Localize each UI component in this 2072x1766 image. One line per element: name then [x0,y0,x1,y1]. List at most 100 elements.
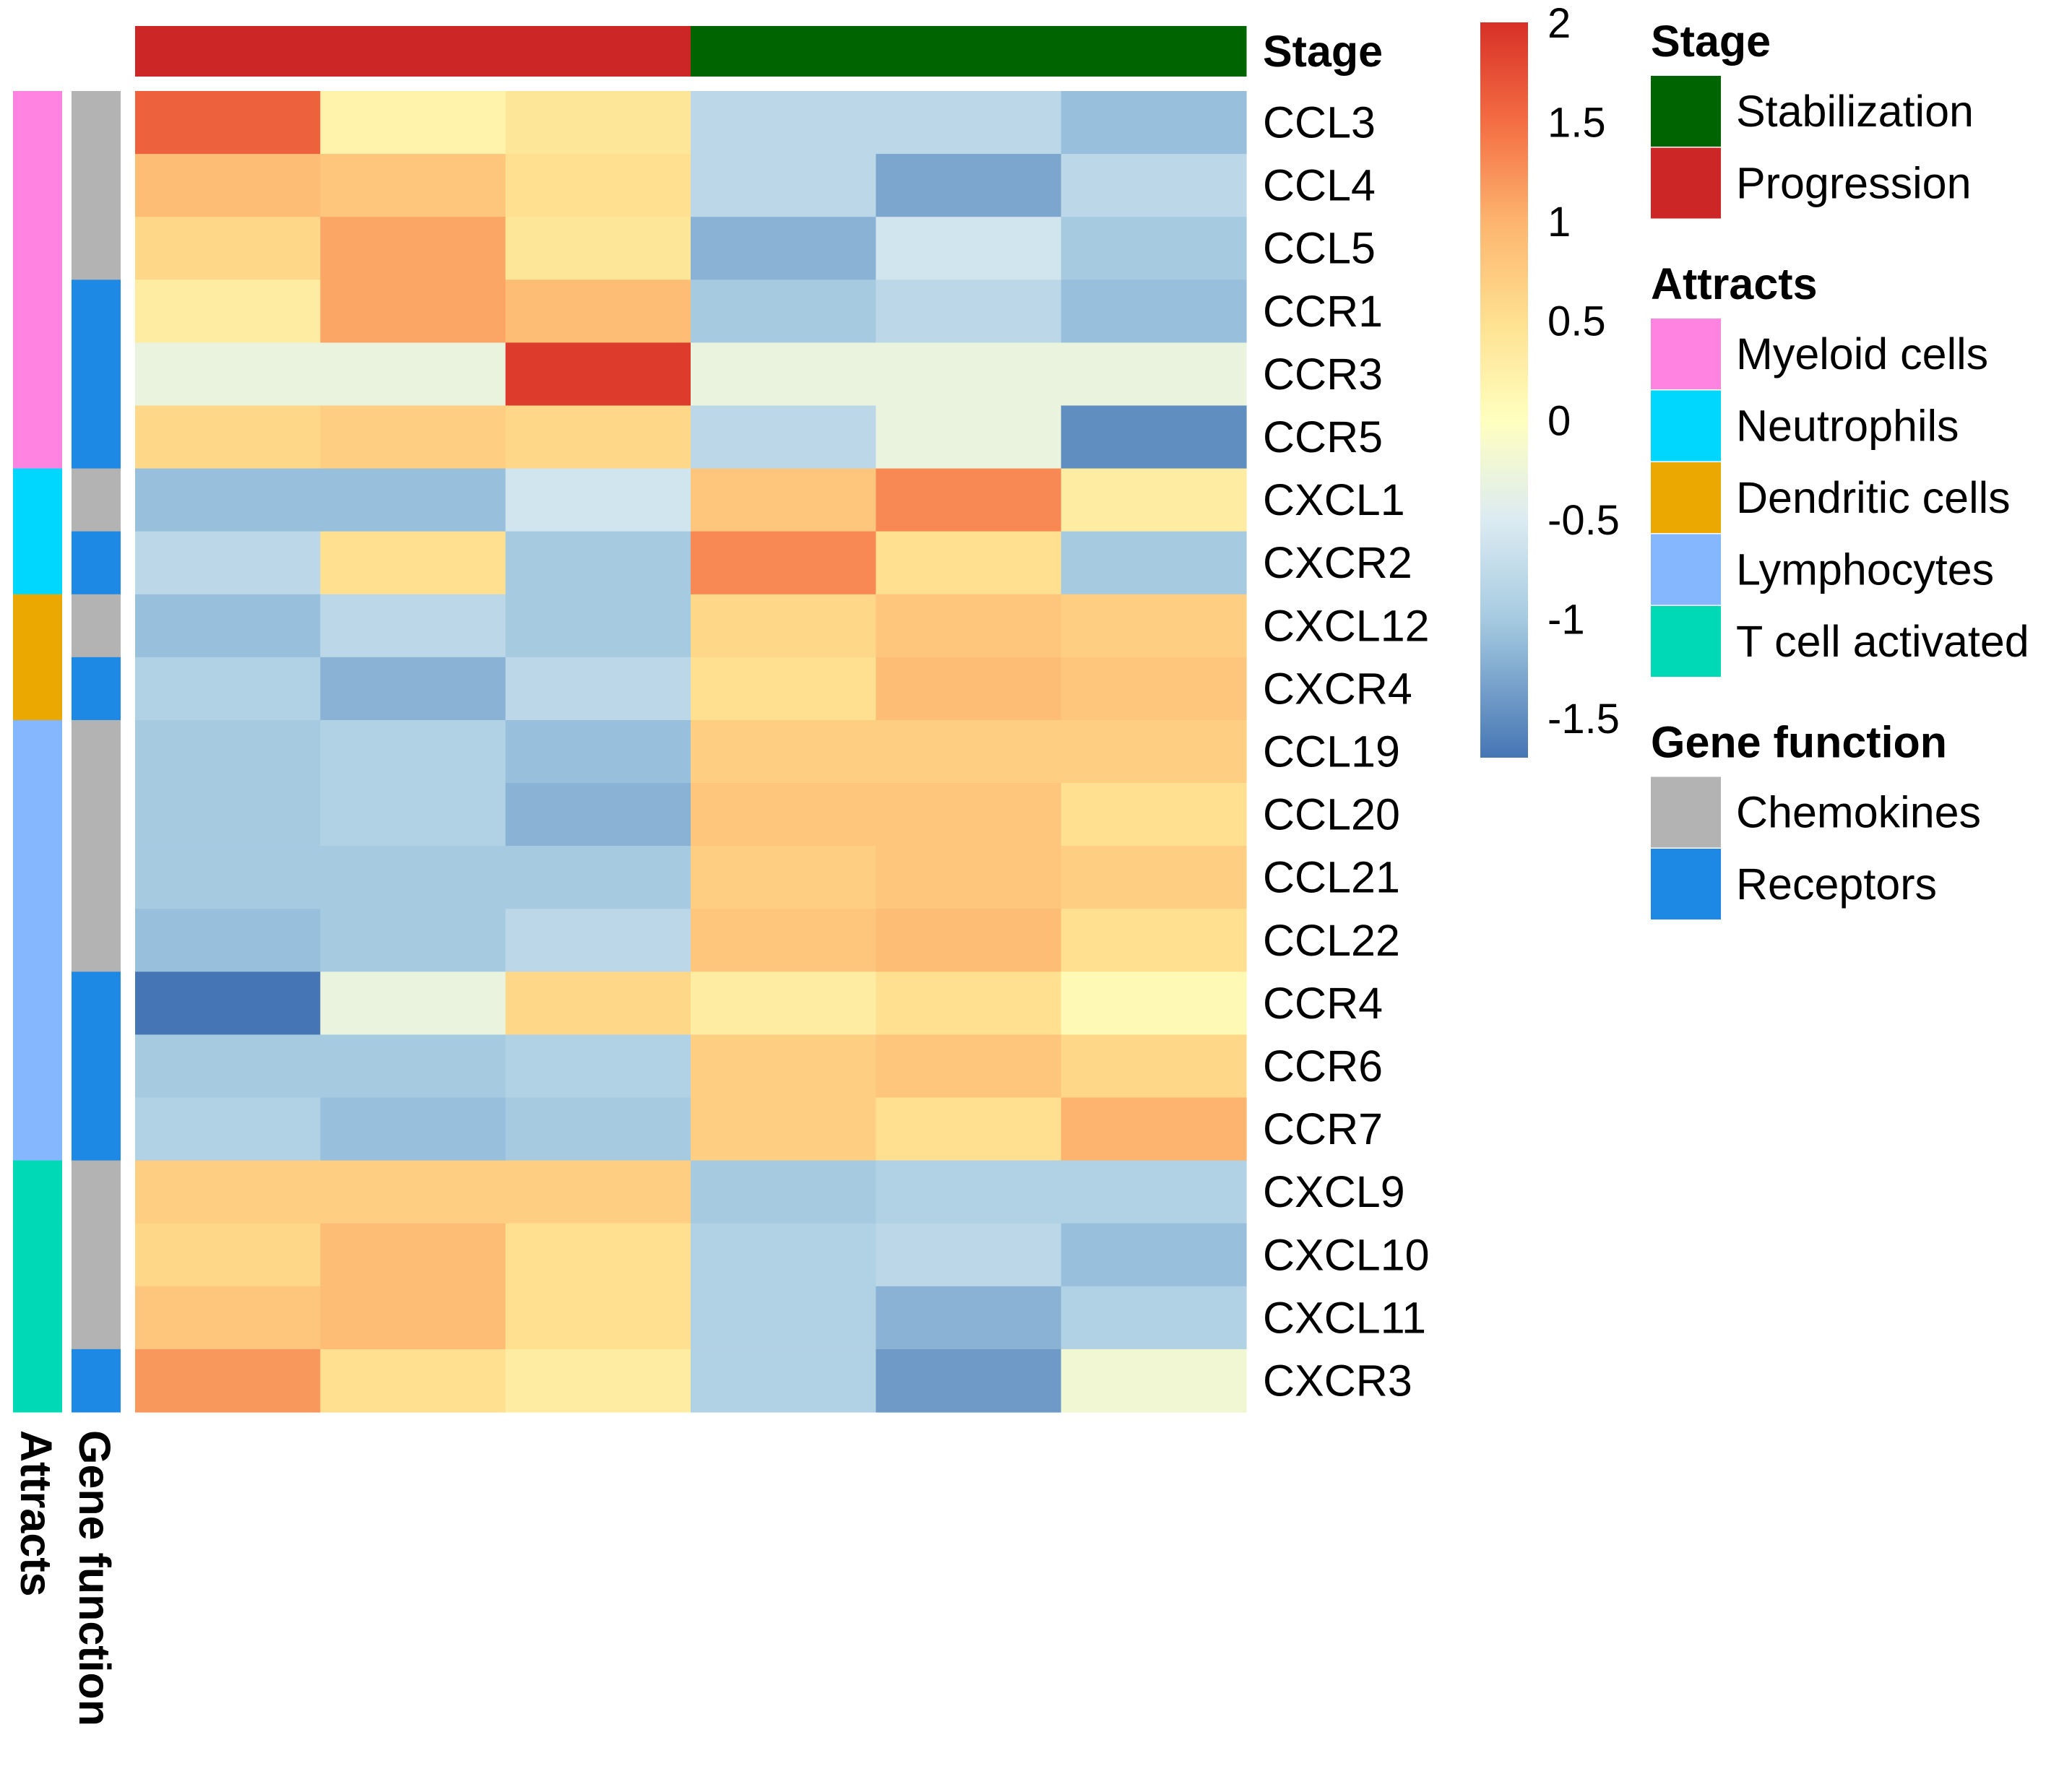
row-label: CCL5 [1263,224,1376,273]
stage-legend-label: Progression [1736,159,1972,208]
heatmap-cell [691,1286,876,1350]
attracts-legend-label: Myeloid cells [1736,329,1988,378]
gene-function-bar-cell [72,846,121,909]
attracts-bar-cell [13,1286,62,1350]
heatmap-cell [691,1034,876,1099]
heatmap-cell [505,1160,691,1224]
heatmap-cell [876,594,1062,658]
heatmap-cell [320,1160,506,1224]
heatmap-cell [691,657,876,721]
heatmap-cell [505,280,691,343]
heatmap-cell [135,468,321,532]
gene-function-bar-cell [72,1034,121,1099]
heatmap-cell [876,1034,1062,1099]
heatmap-cell [320,531,506,595]
attracts-bar-cell [13,1223,62,1287]
heatmap-cell [505,342,691,407]
heatmap-cell [505,405,691,469]
color-scale-tick-label: -1 [1547,596,1585,643]
heatmap-cells [135,91,1247,1413]
heatmap-cell [320,719,506,784]
gene-function-bar-cell [72,405,121,469]
heatmap-cell [320,909,506,972]
heatmap-cell [876,217,1062,280]
attracts-bar-cell [13,342,62,406]
heatmap-cell [691,971,876,1036]
gene-function-bar-cell [72,531,121,595]
attracts-legend-swatch [1651,319,1721,389]
stage-bar-cell [320,26,506,77]
heatmap-cell [1061,657,1247,721]
gene-function-legend-label: Chemokines [1736,788,1981,837]
stage-legend-title: Stage [1651,17,1771,66]
gene-function-bar-cell [72,1223,121,1287]
heatmap-cell [135,91,321,155]
attracts-bar-cell [13,1349,62,1413]
attracts-bar-cell [13,594,62,658]
heatmap-cell [505,1349,691,1413]
color-scale-tick-label: 1.5 [1547,100,1606,147]
gene-function-bar-cell [72,154,121,217]
heatmap-cell [691,342,876,407]
row-label: CCL22 [1263,916,1400,965]
heatmap-cell [876,1286,1062,1350]
heatmap-cell [691,91,876,155]
heatmap-cell [876,154,1062,217]
attracts-bar-cell [13,154,62,217]
color-scale-bar [1480,22,1528,758]
color-scale-tick-label: 1 [1547,199,1571,246]
attracts-bar-cell [13,719,62,784]
heatmap-cell [1061,719,1247,784]
gene-function-bar-cell [72,783,121,847]
heatmap-cell [876,657,1062,721]
heatmap-cell [320,217,506,280]
row-label: CXCL9 [1263,1167,1405,1216]
row-label: CXCL12 [1263,601,1430,650]
stage-bar-cell [505,26,691,77]
heatmap-cell [135,783,321,847]
heatmap-cell [320,1286,506,1350]
heatmap-cell [135,531,321,595]
stage-bar-cell [135,26,321,77]
heatmap-cell [691,719,876,784]
attracts-bar-cell [13,909,62,972]
attracts-legend-swatch [1651,606,1721,677]
heatmap-cell [135,1349,321,1413]
attracts-legend-swatch [1651,390,1721,462]
color-scale-tick-label: 0 [1547,397,1571,444]
heatmap-cell [505,719,691,784]
heatmap-cell [320,783,506,847]
heatmap-cell [1061,1097,1247,1161]
heatmap-cell [691,1097,876,1161]
heatmap-cell [505,1097,691,1161]
heatmap-cell [876,909,1062,972]
gene-function-legend-label: Receptors [1736,860,1937,909]
attracts-bar-cell [13,1034,62,1099]
attracts-bar-cell [13,1097,62,1161]
color-scale-tick-label: 2 [1547,0,1571,47]
heatmap-cell [320,1223,506,1287]
gene-function-bar-cell [72,91,121,155]
heatmap-cell [691,1160,876,1224]
row-label: CXCL10 [1263,1230,1430,1279]
heatmap-cell [135,719,321,784]
attracts-bar-cell [13,468,62,532]
attracts-legend-swatch [1651,534,1721,605]
heatmap-cell [320,657,506,721]
row-label: CCL21 [1263,853,1400,902]
heatmap-cell [320,1349,506,1413]
gene-function-bar-cell [72,1160,121,1224]
heatmap-cell [876,531,1062,595]
heatmap-cell [876,91,1062,155]
heatmap-cell [320,971,506,1036]
heatmap-cell [135,594,321,658]
heatmap-cell [691,217,876,280]
heatmap-cell [505,657,691,721]
gene-function-bar-cell [72,217,121,280]
stage-bar-cell [876,26,1062,77]
row-labels: CCL3CCL4CCL5CCR1CCR3CCR5CXCL1CXCR2CXCL12… [1263,98,1430,1406]
gene-function-bar-cell [72,719,121,784]
heatmap-cell [505,1034,691,1099]
heatmap-cell [135,1223,321,1287]
heatmap-cell [1061,405,1247,469]
